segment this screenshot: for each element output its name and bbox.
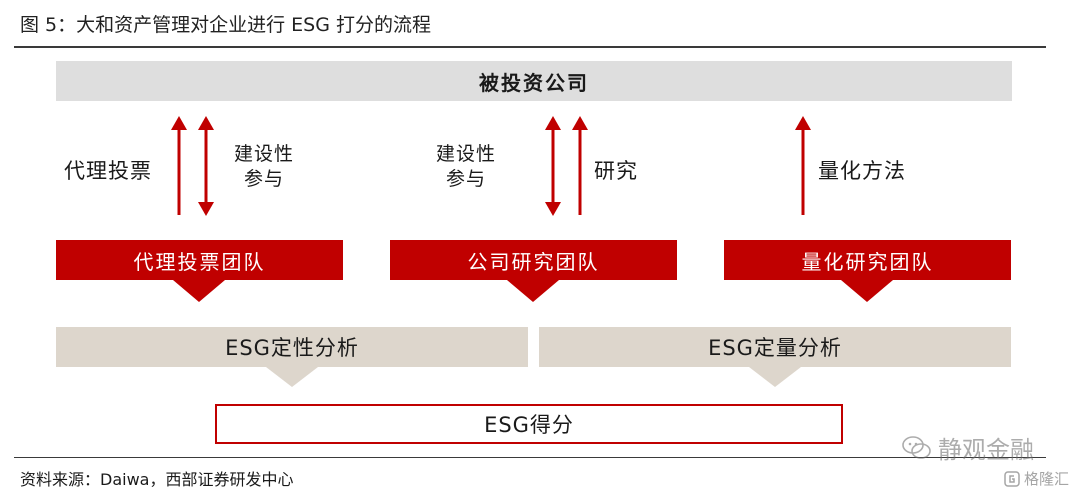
arrow-double-engagement-left — [198, 116, 214, 216]
engagement-middle-line2: 参与 — [446, 168, 487, 190]
arrow-up-quant — [795, 116, 811, 215]
watermark-secondary: 格隆汇 — [1004, 468, 1069, 489]
engagement-label-left: 建设性 参与 — [234, 142, 294, 192]
engagement-left-line2: 参与 — [244, 168, 285, 190]
arrow-up-proxy-voting — [171, 116, 187, 215]
watermark-secondary-text: 格隆汇 — [1024, 470, 1070, 488]
quant-research-team-pointer — [841, 280, 893, 302]
quant-method-label: 量化方法 — [818, 159, 906, 183]
research-label: 研究 — [594, 159, 638, 183]
company-research-team-pointer — [507, 280, 559, 302]
title-rule — [14, 46, 1046, 48]
engagement-middle-line1: 建设性 — [436, 143, 497, 165]
watermark-text: 静观金融 — [938, 436, 1034, 464]
gelonghui-logo-icon — [1004, 470, 1020, 487]
engagement-left-line1: 建设性 — [234, 143, 295, 165]
proxy-voting-team-pointer — [173, 280, 225, 302]
quant-research-team-box: 量化研究团队 — [724, 240, 1011, 280]
arrow-up-research — [572, 116, 588, 215]
esg-quantitative-pointer — [749, 367, 801, 387]
source-note: 资料来源：Daiwa，西部证券研发中心 — [20, 470, 294, 489]
esg-quantitative-box: ESG定量分析 — [539, 327, 1011, 367]
engagement-label-middle: 建设性 参与 — [436, 142, 496, 192]
esg-qualitative-pointer — [266, 367, 318, 387]
proxy-voting-team-box: 代理投票团队 — [56, 240, 343, 280]
arrow-double-engagement-middle — [545, 116, 561, 216]
figure-title: 图 5：大和资产管理对企业进行 ESG 打分的流程 — [20, 14, 431, 36]
bottom-rule — [14, 457, 1046, 458]
esg-qualitative-box: ESG定性分析 — [56, 327, 528, 367]
wechat-icon — [902, 435, 931, 459]
esg-score-box: ESG得分 — [215, 404, 843, 444]
proxy-voting-label: 代理投票 — [64, 159, 152, 183]
watermark: 静观金融 — [902, 430, 1034, 465]
company-research-team-box: 公司研究团队 — [390, 240, 677, 280]
investee-company-bar: 被投资公司 — [56, 61, 1012, 101]
